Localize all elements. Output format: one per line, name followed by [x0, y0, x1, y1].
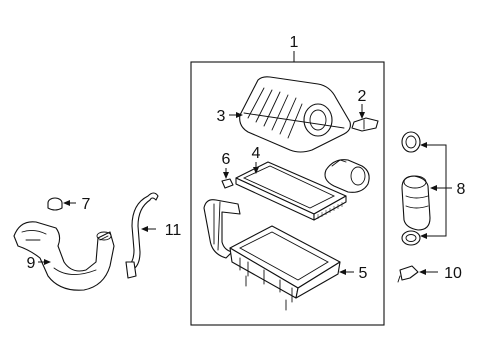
air-cleaner-cover — [239, 76, 351, 153]
bracket-8-arrow-mid — [430, 185, 437, 191]
vent-hose — [125, 192, 159, 279]
leader-2-arrow — [359, 112, 365, 119]
callout-9: 9 — [27, 255, 36, 272]
intake-sensor — [397, 265, 419, 283]
callout-11: 11 — [165, 222, 182, 239]
leader-4-arrow — [253, 167, 259, 174]
callout-6: 6 — [222, 151, 231, 168]
leader-5-arrow — [339, 269, 346, 275]
leader-7-arrow — [63, 200, 70, 206]
mass-air-flow-sensor — [324, 159, 370, 193]
intake-coupler — [401, 175, 431, 231]
leader-6-arrow — [223, 172, 229, 179]
sensor-clip — [351, 117, 379, 132]
callout-2: 2 — [358, 88, 367, 105]
leader-9-arrow — [44, 259, 51, 265]
callout-10: 10 — [444, 265, 462, 282]
leader-10-arrow — [419, 269, 426, 275]
callout-5: 5 — [359, 265, 368, 282]
air-cleaner-lower-housing — [203, 199, 341, 311]
callout-3: 3 — [217, 108, 226, 125]
callout-4: 4 — [252, 145, 261, 162]
air-filter-element — [235, 161, 347, 221]
lower-clamp — [401, 230, 421, 246]
callout-7: 7 — [82, 196, 91, 213]
grommet — [47, 197, 63, 211]
bracket-8-arrow-bottom — [420, 233, 427, 239]
upper-clamp — [401, 131, 421, 153]
leader-3-arrow — [236, 112, 243, 118]
leader-11-arrow — [141, 226, 148, 232]
callout-1: 1 — [290, 34, 299, 51]
callout-8: 8 — [457, 181, 466, 198]
small-clip — [221, 178, 234, 189]
intake-duct — [13, 221, 115, 291]
assembly-frame — [190, 61, 385, 326]
bracket-8-arrow-top — [420, 142, 427, 148]
